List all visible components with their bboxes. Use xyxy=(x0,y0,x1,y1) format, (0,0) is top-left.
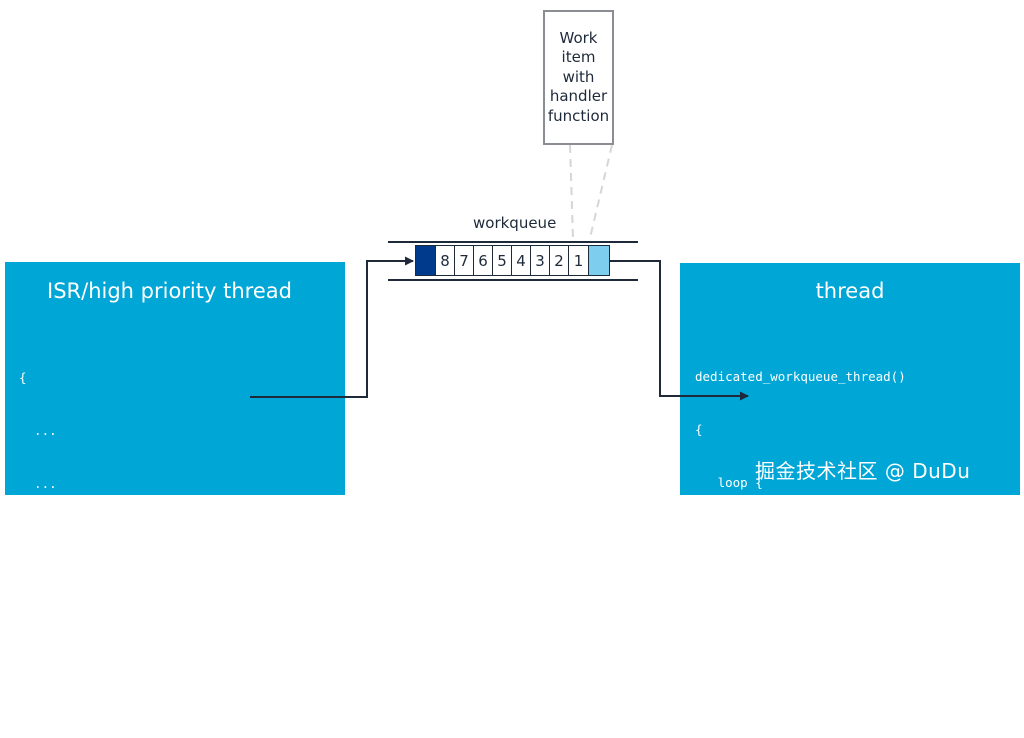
code-line: } xyxy=(19,634,27,650)
queue-rail-bottom xyxy=(388,279,638,281)
callout-dashed-line-left xyxy=(569,144,574,239)
callout-dashed-line-right xyxy=(589,144,613,239)
code-line: loop { xyxy=(695,474,763,490)
pull-arrow xyxy=(610,260,749,401)
code-line: / k_work_submit_to_queue() xyxy=(19,528,230,544)
code-line: work_item->handler_function(); xyxy=(695,580,966,596)
code-line: { xyxy=(695,421,703,437)
submit-arrow xyxy=(250,256,414,398)
code-line: dedicated_workqueue_thread() xyxy=(695,369,906,385)
code-line: pull_item_from_queue() xyxy=(695,527,906,543)
work-item-label: Work item with handler function xyxy=(547,28,610,125)
code-line: ... xyxy=(19,475,57,491)
code-line: { xyxy=(19,370,27,386)
code-line: ... xyxy=(19,422,57,438)
queue-rail-top xyxy=(388,241,638,243)
queue-tail-slot xyxy=(588,245,610,276)
watermark: 掘金技术社区 @ DuDu xyxy=(755,459,971,483)
isr-thread-title: ISR/high priority thread xyxy=(47,279,292,303)
code-line: } xyxy=(695,685,703,701)
connector-layer xyxy=(250,144,749,401)
code-line: ... xyxy=(19,581,57,597)
workqueue-title: workqueue xyxy=(473,214,557,232)
workqueue-thread-title: thread xyxy=(815,279,885,303)
code-line: } xyxy=(695,633,748,649)
work-item-box: Work item with handler function xyxy=(543,10,614,145)
